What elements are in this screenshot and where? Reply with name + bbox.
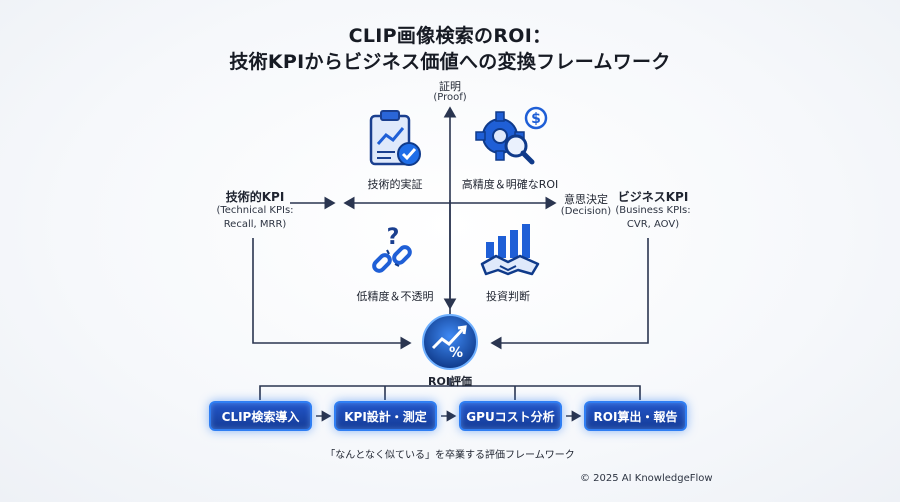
left-kpi-sub-2: Recall, MRR)	[223, 219, 287, 230]
title-line-1: CLIP画像検索のROI：	[348, 25, 552, 47]
left-flow-arrow	[252, 238, 412, 350]
right-kpi-sub-1: (Business KPIs:	[615, 205, 691, 216]
title-line-2: 技術KPIからビジネス価値への変換フレームワーク	[229, 51, 671, 73]
clipboard-chart-check-icon	[369, 110, 421, 166]
right-kpi-title: ビジネスKPI	[617, 190, 689, 204]
svg-text:%: %	[449, 345, 463, 361]
step-clip-search: CLIP検索導入	[209, 401, 312, 431]
trend-percent-icon: %	[422, 314, 478, 370]
handshake-chart-icon	[480, 224, 540, 276]
steps-bracket	[259, 378, 641, 400]
quadrant-top-left-label: 技術的実証	[367, 178, 423, 191]
right-axis-sub: (Decision)	[560, 206, 612, 217]
right-flow-arrow	[490, 238, 649, 350]
right-kpi-sub-2: CVR, AOV)	[626, 219, 680, 230]
quadrant-bottom-left-label: 低精度＆不透明	[356, 290, 434, 303]
top-axis-sub: (Proof)	[433, 92, 467, 103]
step-roi-report: ROI算出・報告	[584, 401, 687, 431]
top-axis-label: 証明	[439, 80, 461, 93]
right-axis-label: 意思決定	[564, 193, 608, 206]
step-kpi-design: KPI設計・測定	[334, 401, 437, 431]
step-gpu-cost: GPUコスト分析	[459, 401, 562, 431]
gear-magnifier-dollar-icon: $	[475, 106, 548, 165]
center-roi-label: ROI評価	[428, 375, 472, 388]
broken-chain-question-icon: ?	[372, 225, 412, 273]
svg-text:$: $	[531, 111, 541, 127]
copyright: © 2025 AI KnowledgeFlow	[580, 473, 713, 484]
quadrant-top-right-label: 高精度＆明確なROI	[461, 178, 559, 191]
footer-caption: 「なんとなく似ている」を卒業する評価フレームワーク	[325, 450, 575, 461]
left-kpi-sub-1: (Technical KPIs:	[216, 205, 294, 216]
left-kpi-title: 技術的KPI	[225, 190, 285, 204]
quadrant-bottom-right-label: 投資判断	[486, 290, 530, 303]
svg-text:?: ?	[387, 225, 400, 250]
